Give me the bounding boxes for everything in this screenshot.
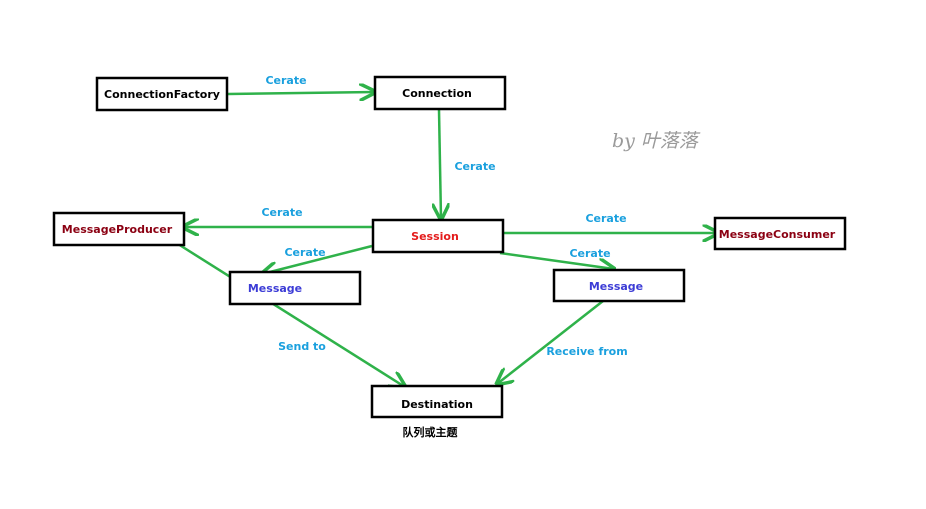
message-left-label: Message [248,282,302,295]
message-right-label: Message [589,280,643,293]
label-session-to-consumer: Cerate [585,212,626,225]
watermark: by 叶落落 [612,130,701,152]
label-producer-to-destination: Send to [278,340,326,353]
edge-message-right-to-destination [497,300,604,384]
label-connection-to-session: Cerate [454,160,495,173]
node-session: Session [371,218,505,254]
label-session-to-producer: Cerate [261,206,302,219]
edge-labels: Cerate Cerate Cerate Cerate Cerate Cerat… [261,74,627,358]
node-message-left: Message [228,270,362,306]
connection-factory-label: ConnectionFactory [104,88,220,101]
node-destination: Destination [370,384,504,419]
node-connection: Connection [373,75,507,111]
edge-session-to-message-right [499,251,614,269]
node-connection-factory: ConnectionFactory [95,76,229,112]
message-consumer-label: MessageConsumer [719,228,836,241]
session-label: Session [411,230,459,243]
edge-session-to-message-left [262,244,373,274]
label-session-to-message-left: Cerate [284,246,325,259]
edge-connection-to-session [439,109,441,219]
connection-label: Connection [402,87,472,100]
destination-caption: 队列或主题 [403,425,459,439]
node-message-consumer: MessageConsumer [713,216,847,251]
message-producer-label: MessageProducer [62,223,173,236]
node-message-producer: MessageProducer [52,211,186,247]
edge-producer-to-destination [177,242,405,387]
edge-factory-to-connection [227,92,375,94]
label-session-to-message-right: Cerate [569,247,610,260]
node-message-right: Message [552,268,686,303]
label-message-right-to-destination: Receive from [546,345,627,358]
label-factory-to-connection: Cerate [265,74,306,87]
edges [177,92,718,387]
destination-label: Destination [401,398,473,411]
